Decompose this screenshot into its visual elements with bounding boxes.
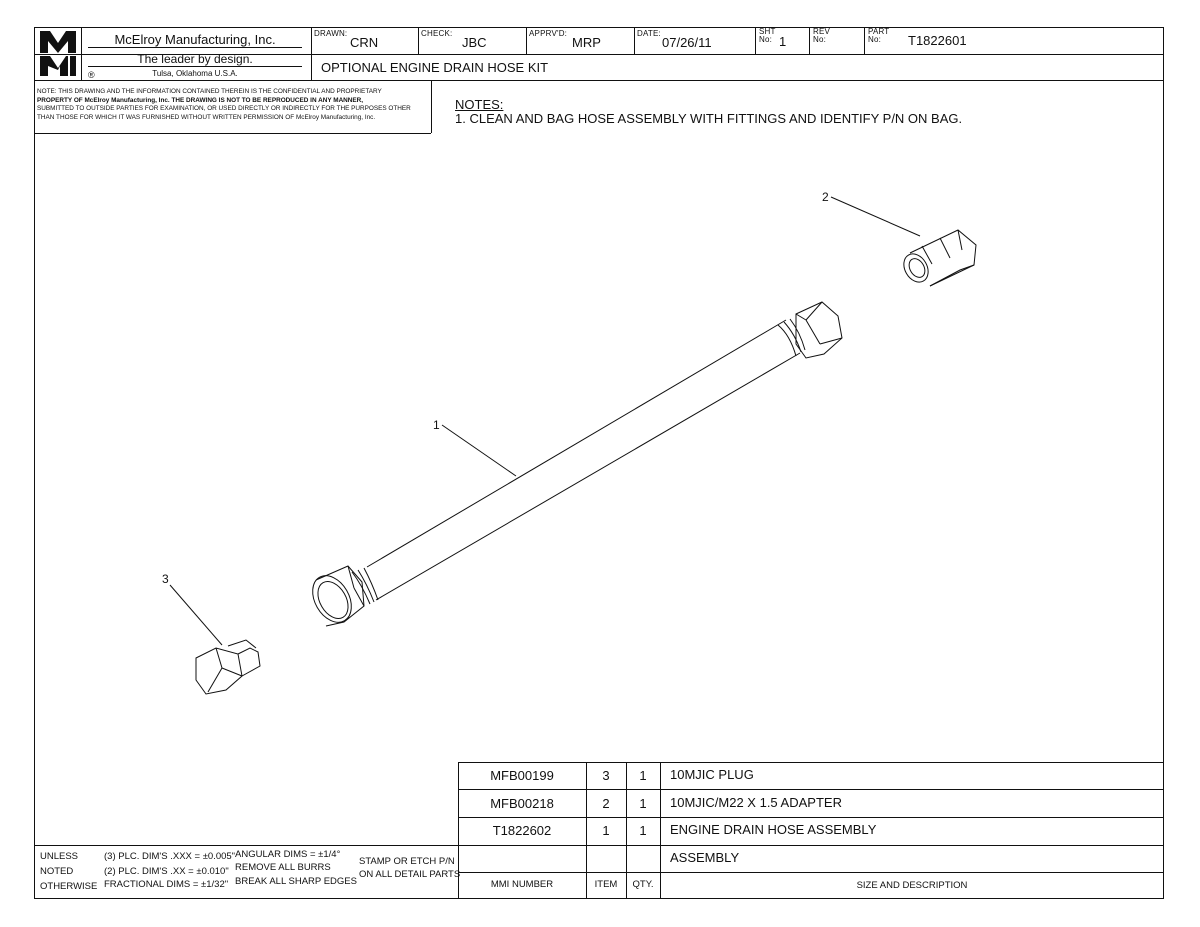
bom-mmi-number: MFB00199 [490,768,554,783]
bom-qty: 1 [639,768,647,783]
bom-mmi-number: MFB00218 [490,796,554,811]
approved-divider [634,27,635,54]
approved-value: MRP [572,35,601,50]
tolerance-unless: UNLESS [40,851,79,862]
confidential-box-bottom [34,133,431,134]
tolerance-block-top [34,845,458,846]
confidential-line-2: PROPERTY OF McElroy Manufacturing, Inc. … [37,96,364,104]
drawing-title: OPTIONAL ENGINE DRAIN HOSE KIT [321,60,549,75]
bom-line-3 [458,845,1164,846]
drawn-label: DRAWN: [314,29,348,38]
drawn-divider [418,27,419,54]
stamp-note-line-1: STAMP OR ETCH P/N [359,856,455,867]
stamp-note-line-2: ON ALL DETAIL PARTS [359,869,461,880]
bom-description: ASSEMBLY [670,850,740,865]
rev-no-label: No: [813,35,827,44]
company-slogan: The leader by design. [137,52,253,66]
bom-item: 3 [602,768,610,783]
title-block-bottom [34,80,1164,81]
bom-line-0 [458,762,1164,763]
sht-no-label: No: [759,35,773,44]
bom-header-description: SIZE AND DESCRIPTION [856,880,968,891]
check-divider [526,27,527,54]
company-logo [38,29,78,78]
part-no-label: No: [868,35,882,44]
bom-qty: 1 [639,823,647,838]
tolerance-block-right [458,762,459,899]
company-location: Tulsa, Oklahoma U.S.A. [152,69,238,78]
title-block-divider [34,54,1164,55]
date-value: 07/26/11 [662,35,712,50]
bom-description: 10MJIC PLUG [670,767,754,782]
tolerance-noted: NOTED [40,866,74,877]
bom-item: 1 [602,823,610,838]
confidential-box-right [431,80,432,133]
bom-line-4 [458,872,1164,873]
tolerance-two-place: (2) PLC. DIM'S .XX = ±0.010" [104,866,229,877]
company-underline [88,47,302,48]
bom-description: 10MJIC/M22 X 1.5 ADAPTER [670,795,842,810]
part-label: PART [868,27,890,36]
mmi-logo-mark [40,31,76,76]
drawn-value: CRN [350,35,379,50]
rev-divider [864,27,865,54]
tolerance-burrs: REMOVE ALL BURRS [235,862,331,873]
rev-label: REV [813,27,831,36]
tolerance-otherwise: OTHERWISE [40,881,98,892]
bom-item: 2 [602,796,610,811]
drawing-sheet-border [34,27,1164,899]
part-number: T1822601 [908,33,967,48]
adapter-fitting [903,229,977,287]
company-name: McElroy Manufacturing, Inc. [114,32,276,47]
bom-header-item: ITEM [594,879,618,890]
bom-col-item [586,762,587,899]
company-divider [311,27,312,80]
hose-assembly [312,301,843,627]
leader-line-item-3 [169,584,223,646]
confidential-line-1: NOTE: THIS DRAWING AND THE INFORMATION C… [37,88,382,95]
leader-line-item-2 [830,196,921,237]
registered-mark: ® [88,70,95,80]
check-value: JBC [462,35,487,50]
balloon-item-3: 3 [162,572,169,586]
slogan-underline [88,66,302,67]
date-label: DATE: [637,29,661,38]
bom-col-qty [626,762,627,899]
tolerance-three-place: (3) PLC. DIM'S .XXX = ±0.005" [104,851,236,862]
bom-header-qty: QTY. [632,879,654,890]
sht-value: 1 [779,34,787,49]
bom-col-desc [660,762,661,899]
sht-divider [809,27,810,54]
bom-header-mmi-number: MMI NUMBER [490,879,554,890]
tolerance-fractional: FRACTIONAL DIMS = ±1/32" [104,879,229,890]
logo-divider [81,27,82,80]
date-divider [755,27,756,54]
notes-heading: NOTES: [455,97,504,112]
balloon-item-1: 1 [433,418,440,432]
sht-label: SHT [759,27,776,36]
note-item-1: 1. CLEAN AND BAG HOSE ASSEMBLY WITH FITT… [455,111,963,126]
plug-fitting [195,639,261,695]
bom-qty: 1 [639,796,647,811]
tolerance-angular: ANGULAR DIMS = ±1/4° [235,849,341,860]
approved-label: APPRV'D: [529,29,568,38]
check-label: CHECK: [421,29,453,38]
bom-line-2 [458,817,1164,818]
bom-line-1 [458,789,1164,790]
bom-description: ENGINE DRAIN HOSE ASSEMBLY [670,822,877,837]
confidential-line-4: THAN THOSE FOR WHICH IT WAS FURNISHED WI… [37,113,376,121]
tolerance-edges: BREAK ALL SHARP EDGES [235,876,357,887]
confidential-line-3: SUBMITTED TO OUTSIDE PARTIES FOR EXAMINA… [37,105,411,112]
leader-line-item-1 [441,424,517,477]
confidential-text: NOTE: THIS DRAWING AND THE INFORMATION C… [37,88,432,122]
bom-mmi-number: T1822602 [492,823,552,838]
balloon-item-2: 2 [822,190,829,204]
